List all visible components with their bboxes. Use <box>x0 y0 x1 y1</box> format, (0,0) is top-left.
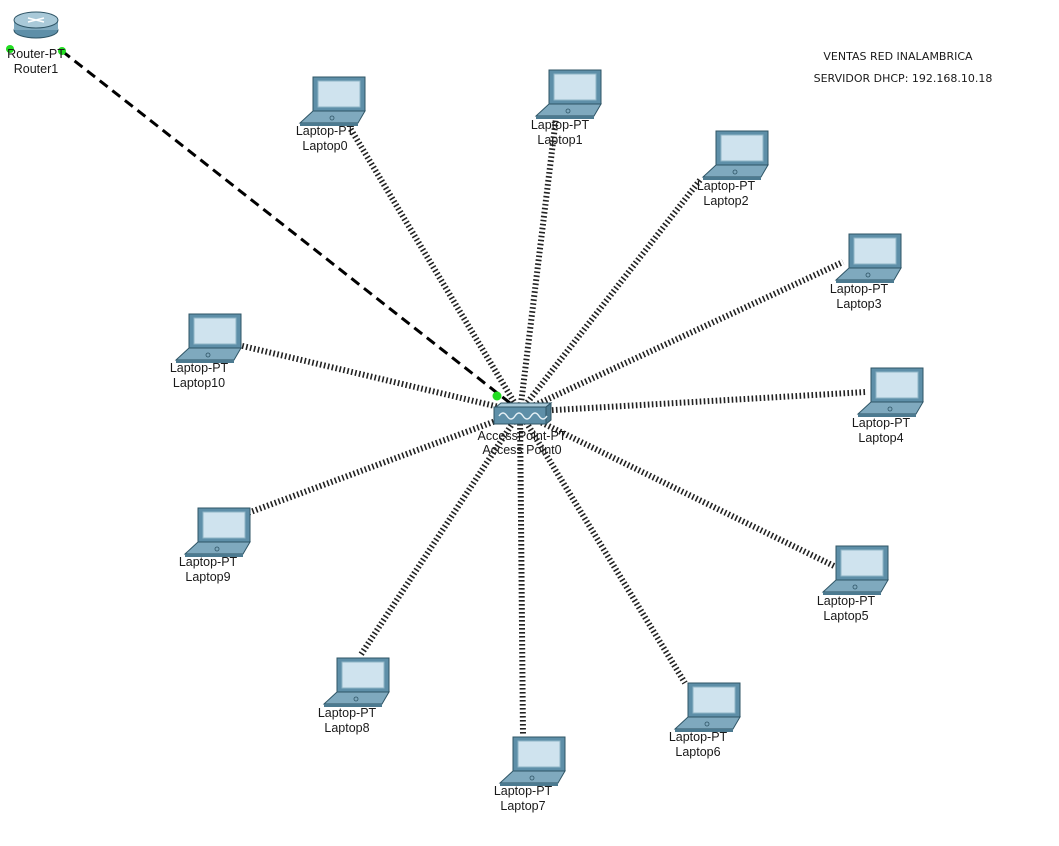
laptop-name-label: Laptop6 <box>675 745 720 759</box>
link-up-light <box>492 391 502 401</box>
router-type-label: Router-PT <box>7 47 65 61</box>
wireless-link-laptop5[interactable] <box>518 409 836 569</box>
laptop-name-label: Laptop0 <box>302 139 347 153</box>
laptop-type-label: Laptop-PT <box>296 124 355 138</box>
wireless-link-laptop10[interactable] <box>229 340 521 415</box>
wireless-link-laptop2[interactable] <box>517 178 703 414</box>
access-point-icon <box>493 401 553 426</box>
wireless-links <box>229 117 867 736</box>
laptop-icon <box>835 233 902 284</box>
laptop-icon <box>175 313 242 364</box>
link-status-indicators <box>6 45 502 401</box>
laptop-icon <box>499 736 566 787</box>
laptop-type-label: Laptop-PT <box>494 784 553 798</box>
laptop-type-label: Laptop-PT <box>170 361 229 375</box>
access-point-name-label: Access Point0 <box>482 443 561 457</box>
laptop-type-label: Laptop-PT <box>318 706 377 720</box>
laptop-icon <box>184 507 251 558</box>
canvas-notes: VENTAS RED INALAMBRICA SERVIDOR DHCP: 19… <box>814 50 993 85</box>
wireless-link-laptop4[interactable] <box>519 389 867 415</box>
laptop-name-label: Laptop4 <box>858 431 903 445</box>
laptop-icon <box>323 657 390 708</box>
laptop-type-label: Laptop-PT <box>531 118 590 132</box>
wireless-link-laptop0[interactable] <box>347 126 523 414</box>
wireless-link-laptop7[interactable] <box>517 411 526 736</box>
laptop-name-label: Laptop2 <box>703 194 748 208</box>
router-name-label: Router1 <box>14 62 59 76</box>
note-dhcp-server: SERVIDOR DHCP: 192.168.10.18 <box>814 72 993 85</box>
laptop-type-label: Laptop-PT <box>852 416 911 430</box>
wired-link-router-ap[interactable] <box>61 49 511 405</box>
wireless-link-laptop3[interactable] <box>518 259 845 415</box>
laptop-type-label: Laptop-PT <box>179 555 238 569</box>
router-icon <box>13 11 59 39</box>
laptop-devices: Laptop-PTLaptop0Laptop-PTLaptop1Laptop-P… <box>170 69 924 813</box>
laptop-type-label: Laptop-PT <box>697 179 756 193</box>
laptop-name-label: Laptop9 <box>185 570 230 584</box>
laptop-type-label: Laptop-PT <box>669 730 728 744</box>
laptop-icon <box>674 682 741 733</box>
laptop-icon <box>299 76 366 127</box>
laptop-icon <box>702 130 769 181</box>
laptop-name-label: Laptop8 <box>324 721 369 735</box>
access-point-device[interactable]: AccessPoint-PT Access Point0 <box>478 401 567 457</box>
laptop-icon <box>535 69 602 120</box>
wireless-link-laptop9[interactable] <box>235 409 522 520</box>
wireless-link-laptop1[interactable] <box>517 117 559 413</box>
laptop-name-label: Laptop1 <box>537 133 582 147</box>
router-device[interactable]: Router-PT Router1 <box>7 11 65 76</box>
laptop-type-label: Laptop-PT <box>817 594 876 608</box>
laptop-type-label: Laptop-PT <box>830 282 889 296</box>
laptop-name-label: Laptop10 <box>173 376 225 390</box>
laptop-icon <box>822 545 889 596</box>
laptop-name-label: Laptop5 <box>823 609 868 623</box>
access-point-type-label: AccessPoint-PT <box>478 429 567 443</box>
wireless-link-laptop6[interactable] <box>517 410 688 685</box>
link-up-light <box>58 47 66 55</box>
link-up-light <box>6 45 14 53</box>
laptop-name-label: Laptop7 <box>500 799 545 813</box>
note-network-title: VENTAS RED INALAMBRICA <box>823 50 973 63</box>
laptop-name-label: Laptop3 <box>836 297 881 311</box>
laptop-icon <box>857 367 924 418</box>
wireless-link-laptop8[interactable] <box>357 410 523 658</box>
